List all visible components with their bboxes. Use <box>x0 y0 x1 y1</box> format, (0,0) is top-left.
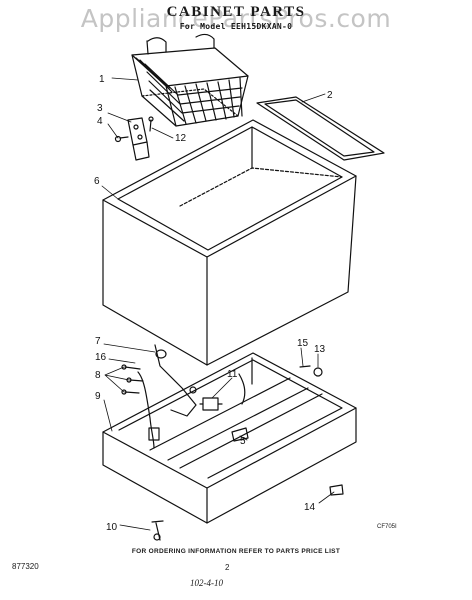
lid-gasket <box>256 96 385 161</box>
page-number: 2 <box>225 563 230 572</box>
model-number: For Model EEH15DKXAN-0 <box>179 22 293 31</box>
watermark: AppliancePartsPros.com <box>80 4 392 33</box>
callout-16: 16 <box>95 352 107 363</box>
callout-7: 7 <box>95 336 101 347</box>
callout-13: 13 <box>314 344 326 355</box>
callout-15: 15 <box>297 338 309 349</box>
handwritten-note: 102-4-10 <box>190 578 223 588</box>
callout-9: 9 <box>95 391 101 402</box>
leader-lines <box>101 77 335 531</box>
callout-5: 5 <box>240 436 246 447</box>
callout-6: 6 <box>94 176 100 187</box>
base-pan <box>102 352 357 524</box>
page-title: CABINET PARTS <box>166 4 306 20</box>
wire-basket <box>131 33 249 127</box>
part-number: 877320 <box>12 562 39 571</box>
callout-14: 14 <box>304 502 316 513</box>
callout-8: 8 <box>95 370 101 381</box>
callout-2: 2 <box>327 90 333 101</box>
callout-12: 12 <box>175 133 187 144</box>
callout-4: 4 <box>97 116 103 127</box>
callout-3: 3 <box>97 103 103 114</box>
callout-1: 1 <box>99 74 105 85</box>
ordering-note: FOR ORDERING INFORMATION REFER TO PARTS … <box>131 548 341 555</box>
figure-code: CF705I <box>377 524 397 530</box>
hardware-parts <box>151 365 344 541</box>
callout-numbers: 1 2 3 4 12 6 7 16 8 9 11 15 13 5 14 10 <box>94 74 333 533</box>
electrical-components <box>121 344 246 449</box>
callout-11: 11 <box>227 369 238 380</box>
hinge-assembly <box>114 116 154 161</box>
callout-10: 10 <box>106 522 118 533</box>
cabinet-body <box>102 119 357 366</box>
